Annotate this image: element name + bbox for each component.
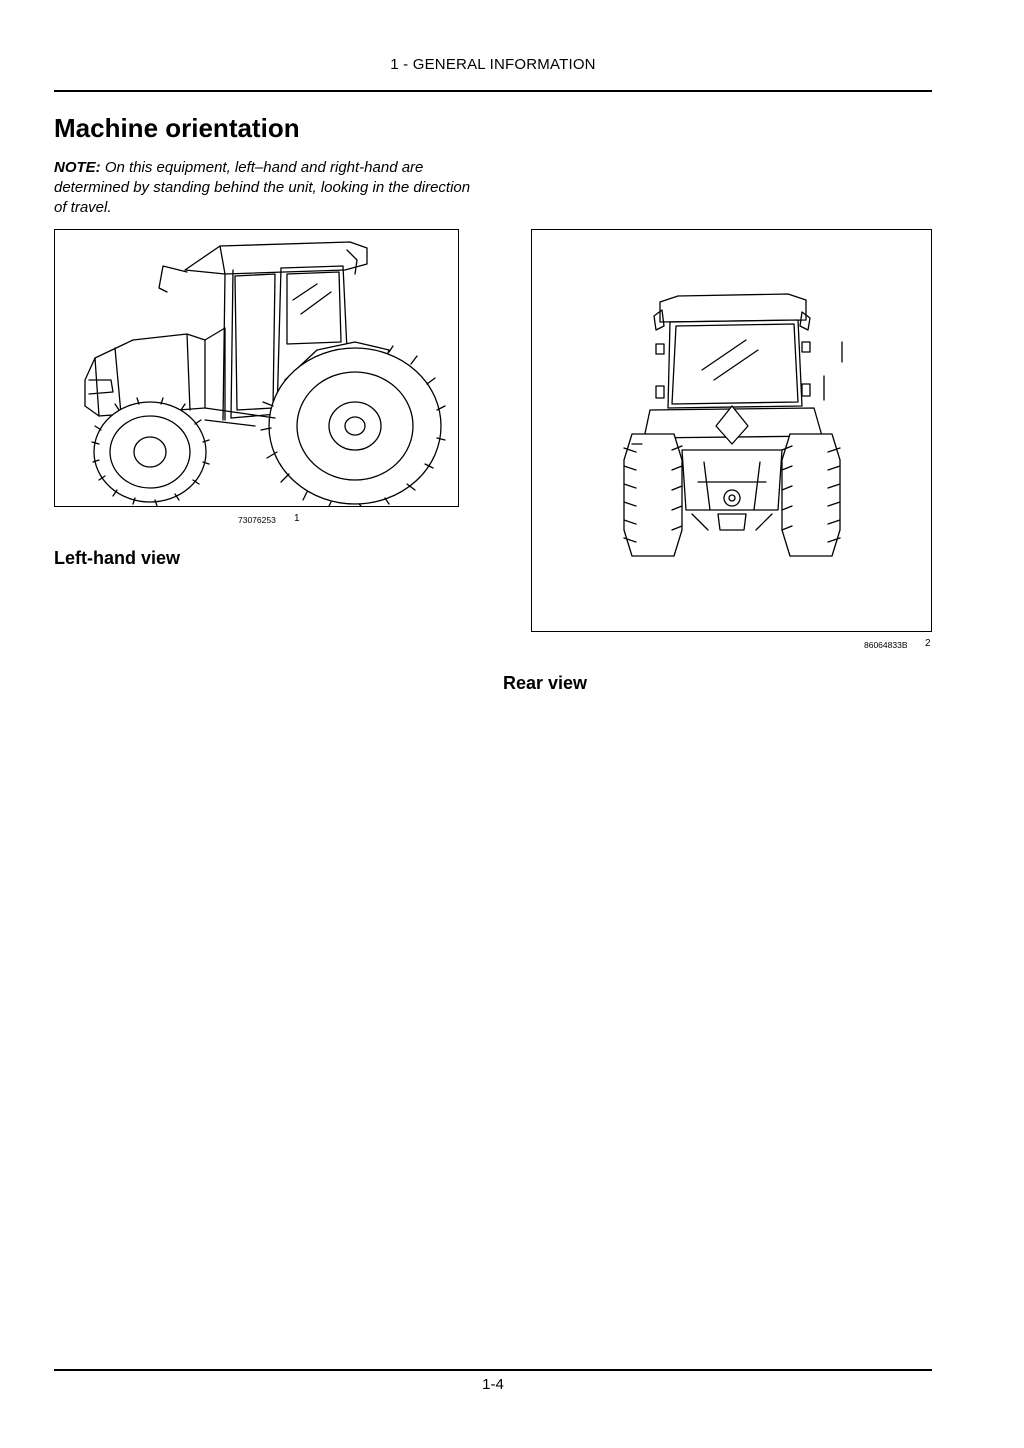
figure-rear-view [531,229,932,632]
figure-left-hand-view [54,229,459,507]
figure-2-reference: 86064833B [864,640,908,650]
figure-1-number: 1 [294,513,300,524]
tractor-rear-illustration [623,293,843,557]
figure-1-reference: 73076253 [238,515,276,525]
note-label: NOTE: [54,159,101,176]
figure-2-caption: Rear view [503,673,588,693]
figure-2-number: 2 [925,638,931,649]
footer-divider [54,1369,932,1371]
header-divider [54,90,932,92]
page-title: Machine orientation [54,113,300,143]
note-text: On this equipment, left–hand and right-h… [54,159,471,216]
tractor-left-side-illustration [84,241,446,506]
note-paragraph: NOTE: On this equipment, left–hand and r… [54,158,486,218]
page-number: 1-4 [482,1376,504,1393]
figure-1-caption: Left-hand view [54,548,181,568]
section-header: 1 - GENERAL INFORMATION [390,56,596,73]
